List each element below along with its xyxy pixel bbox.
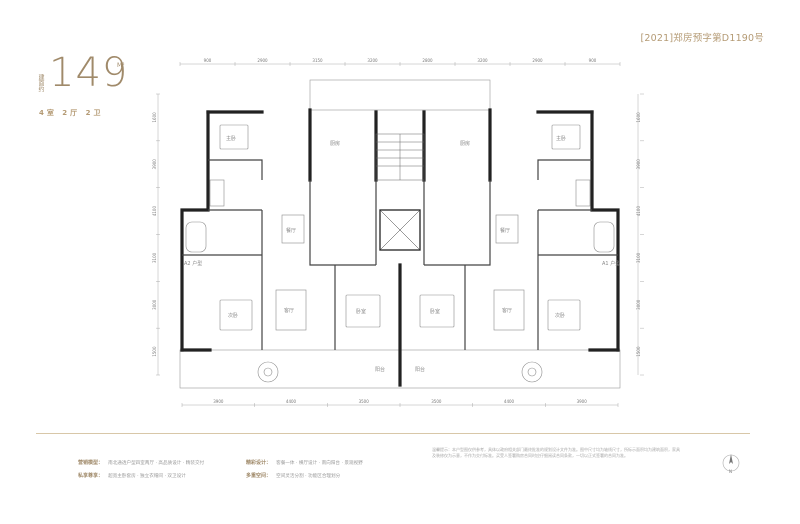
dim-right-label: 3900 bbox=[636, 159, 641, 170]
layout-type: 4室 2厅 2卫 bbox=[39, 109, 104, 117]
area-value: 149 bbox=[49, 50, 129, 96]
disclaimer-text: 温馨提示：本户型图仅供参考，具体以政府相关部门最终批准的规划设计文件为准。图中尺… bbox=[432, 447, 680, 458]
interior-walls bbox=[182, 159, 618, 350]
license-number: [2021]郑房预字第D1190号 bbox=[640, 33, 764, 44]
dim-top-label: 3200 bbox=[477, 58, 488, 63]
room-tags: 主卧 主卧 餐厅 餐厅 客厅 客厅 次卧 次卧 卧室 卧室 厨房 厨房 阳台 阳… bbox=[226, 135, 566, 373]
svg-text:客厅: 客厅 bbox=[502, 307, 512, 314]
dim-left-label: 3900 bbox=[152, 159, 157, 170]
dim-left-label: 3100 bbox=[152, 252, 157, 263]
dim-bottom-label: 3500 bbox=[359, 399, 370, 404]
area-unit: M² bbox=[117, 62, 125, 69]
elevator-core bbox=[379, 209, 421, 251]
info-label: 多重空间： bbox=[246, 473, 272, 479]
info-value: 南北通透户型四室两厅 · 高品质设计 · 精装交付 bbox=[108, 461, 205, 466]
dim-top-label: 3200 bbox=[367, 58, 378, 63]
furniture bbox=[185, 124, 615, 383]
svg-text:卧室: 卧室 bbox=[430, 308, 440, 315]
info-right-1: 精彩设计： 客餐一体 · 横厅设计 · 南向阳台 · 景观视野 bbox=[246, 449, 363, 468]
svg-text:餐厅: 餐厅 bbox=[500, 227, 510, 234]
info-label: 精彩设计： bbox=[246, 460, 272, 466]
svg-text:阳台: 阳台 bbox=[375, 366, 385, 373]
area-prefix: 建面约 bbox=[37, 74, 44, 92]
exterior-walls bbox=[180, 108, 620, 387]
svg-text:厨房: 厨房 bbox=[330, 140, 340, 147]
dim-top-label: 2800 bbox=[422, 58, 433, 63]
dimension-labels: 900 2900 3150 3200 2800 3200 2900 900 3900 4400 35… bbox=[152, 58, 644, 407]
svg-text:卧室: 卧室 bbox=[356, 308, 366, 315]
floor-plan: 900 2900 3150 3200 2800 3200 2900 900 3900 4400 35… bbox=[152, 58, 644, 407]
dim-top-label: 3150 bbox=[312, 58, 323, 63]
info-label: 私享尊享： bbox=[78, 473, 104, 479]
info-left-2: 私享尊享： 超宽主卧套房 · 独立衣帽间 · 双卫设计 bbox=[78, 462, 186, 481]
dim-right-label: 3000 bbox=[636, 299, 641, 310]
dim-left-label: 1600 bbox=[152, 112, 157, 123]
dim-right-label: 3100 bbox=[636, 252, 641, 263]
unit-label-right: A1 户型 bbox=[602, 260, 620, 267]
dim-top-label: 900 bbox=[589, 58, 597, 63]
dim-left-label: 3000 bbox=[152, 299, 157, 310]
dim-bottom-label: 3500 bbox=[431, 399, 442, 404]
svg-text:厨房: 厨房 bbox=[460, 140, 470, 147]
dim-bottom-label: 4400 bbox=[504, 399, 515, 404]
dim-top-label: 2900 bbox=[532, 58, 543, 63]
svg-text:主卧: 主卧 bbox=[556, 135, 566, 142]
svg-text:主卧: 主卧 bbox=[226, 135, 236, 142]
info-right-2: 多重空间： 空间灵活分割 · 功能区合理划分 bbox=[246, 462, 340, 481]
info-label: 营销模型： bbox=[78, 460, 104, 466]
info-value: 空间灵活分割 · 功能区合理划分 bbox=[276, 474, 341, 479]
unit-label-left: A2 户型 bbox=[184, 260, 202, 267]
info-value: 客餐一体 · 横厅设计 · 南向阳台 · 景观视野 bbox=[276, 461, 363, 466]
stair-core bbox=[375, 133, 425, 181]
dim-bottom-label: 4400 bbox=[286, 399, 297, 404]
dim-bottom-label: 3900 bbox=[577, 399, 588, 404]
dim-top-label: 2900 bbox=[257, 58, 268, 63]
svg-text:次卧: 次卧 bbox=[555, 312, 565, 319]
info-value: 超宽主卧套房 · 独立衣帽间 · 双卫设计 bbox=[108, 474, 186, 479]
bottom-divider bbox=[36, 433, 750, 434]
svg-text:阳台: 阳台 bbox=[415, 366, 425, 373]
info-left-1: 营销模型： 南北通透户型四室两厅 · 高品质设计 · 精装交付 bbox=[78, 449, 204, 468]
svg-text:次卧: 次卧 bbox=[228, 312, 238, 319]
compass-label: N bbox=[729, 469, 732, 474]
dim-left-label: 4100 bbox=[152, 206, 157, 217]
compass-icon: N bbox=[722, 454, 740, 474]
dim-right-label: 4100 bbox=[636, 206, 641, 217]
dim-right-label: 1600 bbox=[636, 112, 641, 123]
dim-top-label: 900 bbox=[204, 58, 212, 63]
svg-text:餐厅: 餐厅 bbox=[286, 227, 296, 234]
dim-right-label: 1500 bbox=[636, 346, 641, 357]
dim-bottom-label: 3900 bbox=[213, 399, 224, 404]
svg-text:客厅: 客厅 bbox=[284, 307, 294, 314]
dim-left-label: 1500 bbox=[152, 346, 157, 357]
